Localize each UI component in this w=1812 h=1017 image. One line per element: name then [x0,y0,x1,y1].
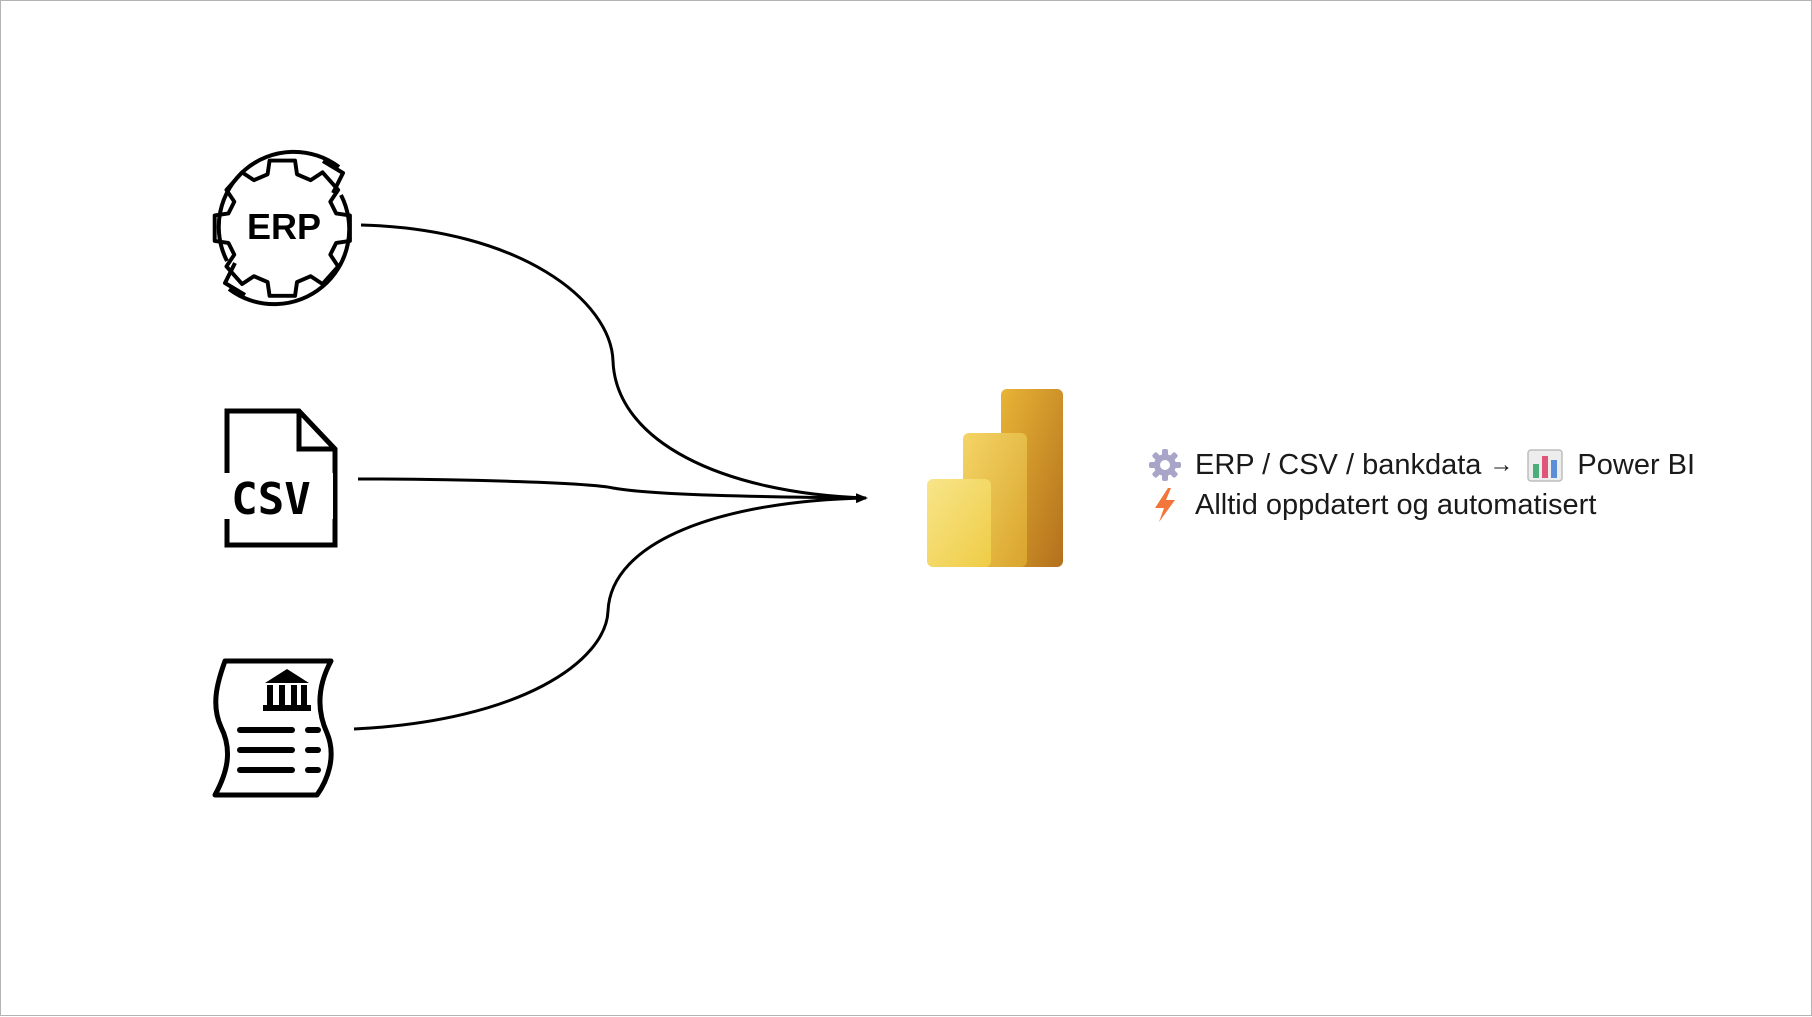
erp-gear-cycle-icon: ERP [199,143,369,313]
caption-sources-text: ERP / CSV / bankdata [1195,449,1482,481]
caption-automation-text: Alltid oppdatert og automatisert [1195,489,1597,521]
csv-icon-label: CSV [231,474,310,525]
csv-file-icon: CSV [215,407,345,551]
bank-statement-icon [212,657,343,799]
power-bi-logo [927,389,1065,569]
connector-bank [353,493,868,731]
erp-icon-label: ERP [247,206,321,247]
bar-chart-emoji-icon [1527,447,1564,483]
caption-line-2: Alltid oppdatert og automatisert [1147,485,1695,525]
connector-csv [357,477,867,500]
caption-line-1: ERP / CSV / bankdata → Power BI [1147,445,1695,485]
caption: ERP / CSV / bankdata → Power BI Alltid o… [1147,445,1695,525]
power-bi-bar-short [927,479,991,567]
gear-emoji-icon [1147,447,1183,483]
caption-arrow: → [1489,451,1514,478]
connector-erp [360,223,867,500]
caption-target-text: Power BI [1577,449,1696,481]
lightning-emoji-icon [1147,487,1183,523]
